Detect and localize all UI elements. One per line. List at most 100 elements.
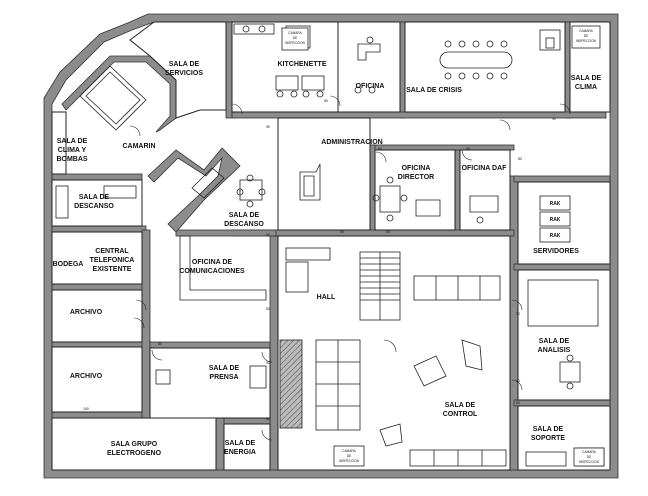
label-rak-1: RAK (550, 201, 561, 207)
label-sala-analisis-2: ANALISIS (538, 347, 571, 354)
archivo-2-floor (51, 346, 143, 413)
label-rak-3: RAK (550, 233, 561, 239)
label-sala-soporte-2: SOPORTE (531, 435, 566, 442)
interior-walls (51, 21, 611, 471)
label-camara-2a: CAMARA (579, 29, 594, 33)
label-camarin: CAMARIN (122, 143, 155, 150)
dim-10: 90 (266, 361, 270, 365)
central-floor (51, 231, 143, 285)
camara-box-1 (281, 27, 309, 51)
label-sala-analisis-1: SALA DE (539, 338, 570, 345)
label-kitchenette: KITCHENETTE (278, 61, 327, 68)
label-clima-bombas-1: SALA DE (57, 138, 88, 145)
director-furniture (372, 176, 441, 222)
analisis-furniture (527, 279, 599, 390)
outer-wall (43, 13, 619, 479)
label-clima-bombas-2: CLIMA Y (58, 147, 87, 154)
label-sala-clima-2: CLIMA (575, 84, 597, 91)
label-bodega: BODEGA (53, 261, 84, 268)
label-sala-descanso-a-1: SALA DE (229, 212, 260, 219)
stairs (359, 251, 401, 321)
label-camara-4a: CAMARA (582, 450, 597, 454)
label-oficina-com-1: OFICINA DE (192, 259, 233, 266)
label-camara-3b: DE (347, 454, 351, 458)
sala-grupo-floor (51, 417, 217, 471)
clima-bombas-floor (51, 111, 67, 175)
label-camara-4b: DE (587, 455, 591, 459)
label-camara-1c: INSPECCION (285, 41, 306, 45)
archivo-1-floor (51, 289, 143, 343)
label-sala-servicios-1: SALA DE (169, 61, 200, 68)
label-central-1: CENTRAL (95, 248, 129, 255)
dim-3: 80 (378, 147, 382, 151)
label-servidores: SERVIDORES (533, 248, 579, 255)
comunicaciones-furniture (179, 235, 331, 301)
oficina-floor (337, 21, 401, 113)
dim-11: 80 (266, 417, 270, 421)
dim-13: 80 (516, 379, 520, 383)
dim-12: 90 (516, 312, 520, 316)
label-clima-bombas-3: BOMBAS (56, 156, 87, 163)
dim-1: 90 (266, 125, 270, 129)
control-workstations (315, 275, 507, 467)
label-camara-4c: INSPECCION (579, 460, 600, 464)
label-rak-2: RAK (550, 217, 561, 223)
label-camara-3c: INSPECCION (339, 459, 360, 463)
label-camara-3a: CAMARA (342, 449, 357, 453)
oficina-daf-floor (459, 149, 511, 231)
dim-5: 80 (340, 230, 344, 234)
label-camara-2c: INSPECCION (576, 39, 597, 43)
label-oficina-director-1: OFICINA (402, 165, 431, 172)
descanso-b-furniture (55, 185, 137, 219)
label-sala-grupo-1: SALA GRUPO (111, 441, 158, 448)
label-archivo-2: ARCHIVO (70, 373, 103, 380)
label-administracion: ADMINISTRACION (321, 139, 382, 146)
label-sala-control-1: SALA DE (445, 402, 476, 409)
label-sala-prensa-2: PRENSA (209, 374, 238, 381)
room-labels: SALA DE SERVICIOS KITCHENETTE CAMARA DE … (53, 29, 602, 464)
reception-desk (299, 163, 321, 201)
camara-box-2 (571, 25, 601, 49)
label-sala-descanso-b-2: DESCANSO (74, 203, 114, 210)
dim-15: 240 (83, 407, 89, 411)
label-sala-soporte-1: SALA DE (533, 426, 564, 433)
label-sala-grupo-2: ELECTROGENO (107, 450, 162, 457)
dim-6: 80 (386, 230, 390, 234)
label-hall: HALL (317, 294, 336, 301)
label-oficina: OFICINA (356, 83, 385, 90)
dim-2: 80 (324, 99, 328, 103)
crisis-table (439, 29, 561, 80)
sala-energia-floor (223, 423, 271, 471)
sala-servicios-floor (129, 21, 227, 119)
label-sala-control-2: CONTROL (443, 411, 478, 418)
label-camara-1a: CAMARA (288, 31, 303, 35)
dim-9: 80 (158, 342, 162, 346)
label-oficina-daf: OFICINA DAF (462, 165, 508, 172)
dim-7: 90 (266, 233, 270, 237)
label-sala-descanso-a-2: DESCANSO (224, 221, 264, 228)
camara-box-4 (573, 447, 605, 467)
label-sala-descanso-b-1: SALA DE (79, 194, 110, 201)
label-central-3: EXISTENTE (93, 266, 132, 273)
dim-8: 80 (266, 307, 270, 311)
dim-17: 80 (518, 157, 522, 161)
oficina-director-floor (374, 149, 456, 231)
dim-16: 90 (552, 117, 556, 121)
dim-14: 80 (516, 401, 520, 405)
label-camara-1b: DE (293, 36, 297, 40)
server-racks (539, 195, 571, 243)
prensa-furniture (155, 365, 267, 389)
hatched-column (279, 339, 303, 429)
label-archivo-1: ARCHIVO (70, 309, 103, 316)
administracion-floor (277, 117, 371, 231)
label-sala-energia-2: ENERGIA (224, 449, 256, 456)
dim-4: 80 (466, 147, 470, 151)
doors (129, 95, 571, 441)
label-sala-energia-1: SALA DE (225, 440, 256, 447)
label-oficina-director-2: DIRECTOR (398, 174, 434, 181)
descanso-furniture (191, 167, 266, 208)
door-dimensions: 90 80 80 80 80 80 90 80 80 90 80 90 80 8… (83, 99, 556, 421)
daf-furniture (469, 195, 499, 224)
label-sala-clima-1: SALA DE (571, 75, 602, 82)
